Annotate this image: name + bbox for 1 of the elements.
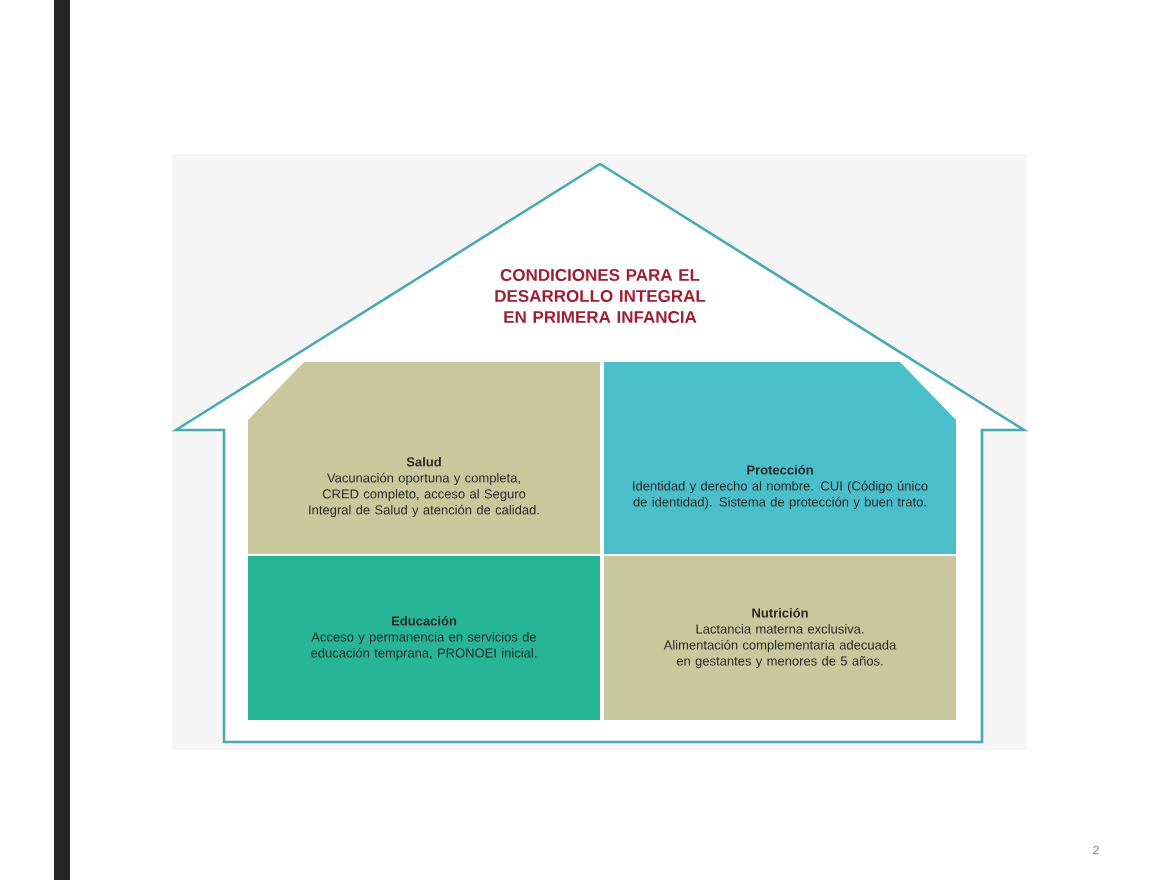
title: CONDICIONES PARA EL DESARROLLO INTEGRAL EN PRIMERA INFANCIA (495, 269, 706, 323)
